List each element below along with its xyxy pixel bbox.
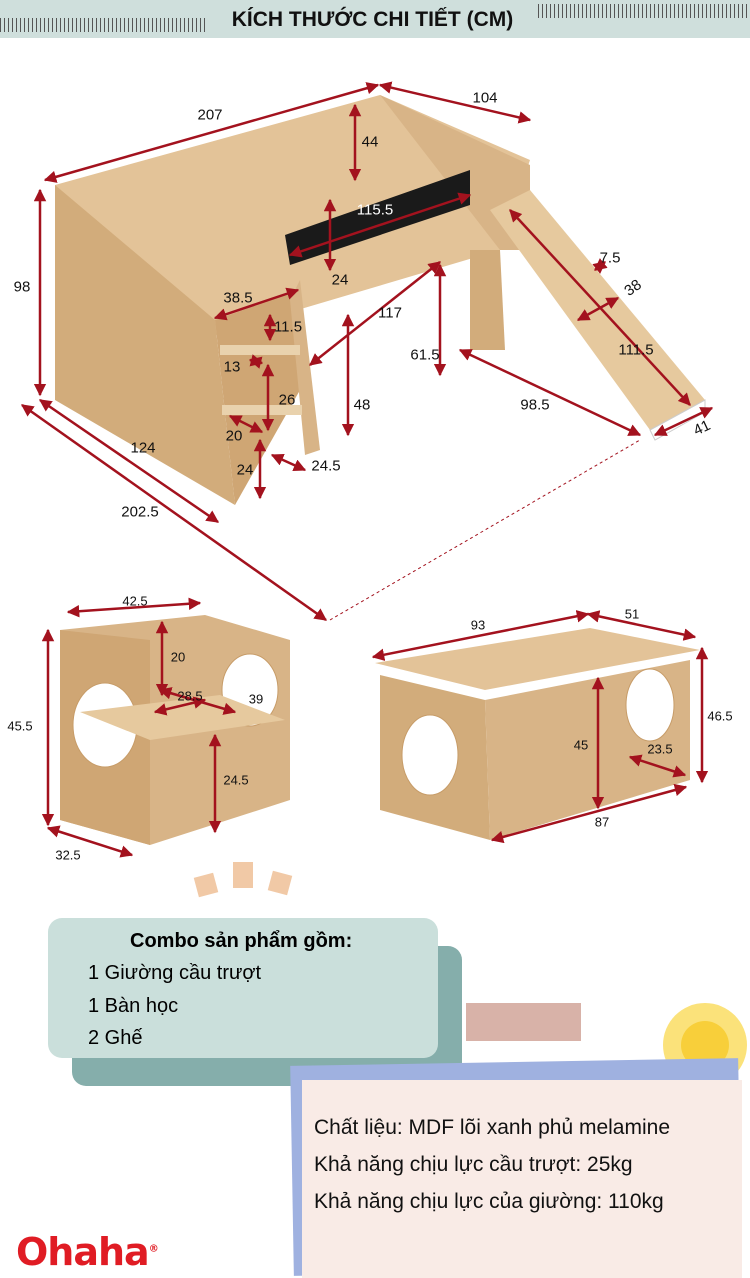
dim-chair-depth: 32.5 <box>55 847 81 863</box>
dim-bottom-step: 24 <box>236 461 254 479</box>
dim-step-width: 20 <box>225 427 243 445</box>
dim-step-gap: 26 <box>278 391 296 409</box>
dim-rail-height: 44 <box>361 133 379 151</box>
dim-table-depth: 51 <box>624 606 640 622</box>
dim-chair-seat-width: 39 <box>248 691 264 707</box>
spec-slide-load: Khả năng chịu lực cầu trượt: 25kg <box>314 1153 633 1176</box>
spec-material: Chất liệu: MDF lõi xanh phủ melamine <box>314 1116 670 1139</box>
dim-table-leg-depth: 23.5 <box>647 741 673 757</box>
dim-slide-reach: 98.5 <box>520 396 550 414</box>
ruler-left <box>0 18 205 32</box>
brand-logo: Ohaha® <box>16 1230 159 1274</box>
page-title: KÍCH THƯỚC CHI TIẾT (CM) <box>210 4 535 36</box>
ruler-right <box>538 4 750 18</box>
tape-decoration <box>466 1003 581 1041</box>
dim-table-height: 46.5 <box>707 708 733 724</box>
dim-chair-seat-depth: 28.5 <box>177 688 203 704</box>
combo-item: 1 Giường cầu trượt <box>88 962 262 984</box>
dim-leg-height: 61.5 <box>410 346 440 364</box>
dim-bed-length: 207 <box>197 106 223 124</box>
dim-window-width: 115.5 <box>356 201 394 219</box>
study-table-drawing <box>375 628 700 840</box>
combo-box: Combo sản phẩm gồm: 1 Giường cầu trượt 1… <box>48 918 438 1058</box>
dimension-guide-line <box>329 439 641 621</box>
spec-bed-load: Khả năng chịu lực của giường: 110kg <box>314 1190 664 1213</box>
header-bar: KÍCH THƯỚC CHI TIẾT (CM) <box>0 0 750 38</box>
combo-title: Combo sản phẩm gồm: <box>130 930 353 952</box>
dim-step-top: 11.5 <box>273 318 303 336</box>
dim-chair-width: 42.5 <box>122 593 148 609</box>
dim-window-height: 24 <box>331 271 349 289</box>
dim-ladder-base: 24.5 <box>311 457 341 475</box>
dim-side-depth: 124 <box>130 439 156 457</box>
dim-total-height: 98 <box>13 278 31 296</box>
dim-chair-seat-height: 24.5 <box>223 772 249 788</box>
combo-item: 1 Bàn học <box>88 995 179 1017</box>
specs-note: Chất liệu: MDF lõi xanh phủ melamine Khả… <box>302 1080 742 1278</box>
combo-item: 2 Ghế <box>88 1027 143 1049</box>
dim-slide-length: 111.5 <box>618 341 654 359</box>
dim-table-inner-length: 87 <box>594 814 610 830</box>
dim-table-length: 93 <box>470 617 486 633</box>
dim-under-height: 48 <box>353 396 371 414</box>
dimension-arrows <box>20 81 714 858</box>
dim-step-depth: 13 <box>223 358 241 376</box>
dim-chair-height: 45.5 <box>7 718 33 734</box>
dim-slide-rail: 7.5 <box>599 249 621 267</box>
dim-under-length: 117 <box>378 304 402 322</box>
dim-chair-back-height: 20 <box>170 649 186 665</box>
brand-name: Ohaha <box>16 1230 150 1274</box>
registered-mark: ® <box>148 1243 159 1255</box>
dim-total-length: 202.5 <box>121 503 159 521</box>
dim-bed-depth: 104 <box>472 89 498 107</box>
dim-ladder-width: 38.5 <box>223 289 253 307</box>
dim-table-inner-height: 45 <box>573 737 589 753</box>
paper-scraps-decoration <box>193 862 293 898</box>
